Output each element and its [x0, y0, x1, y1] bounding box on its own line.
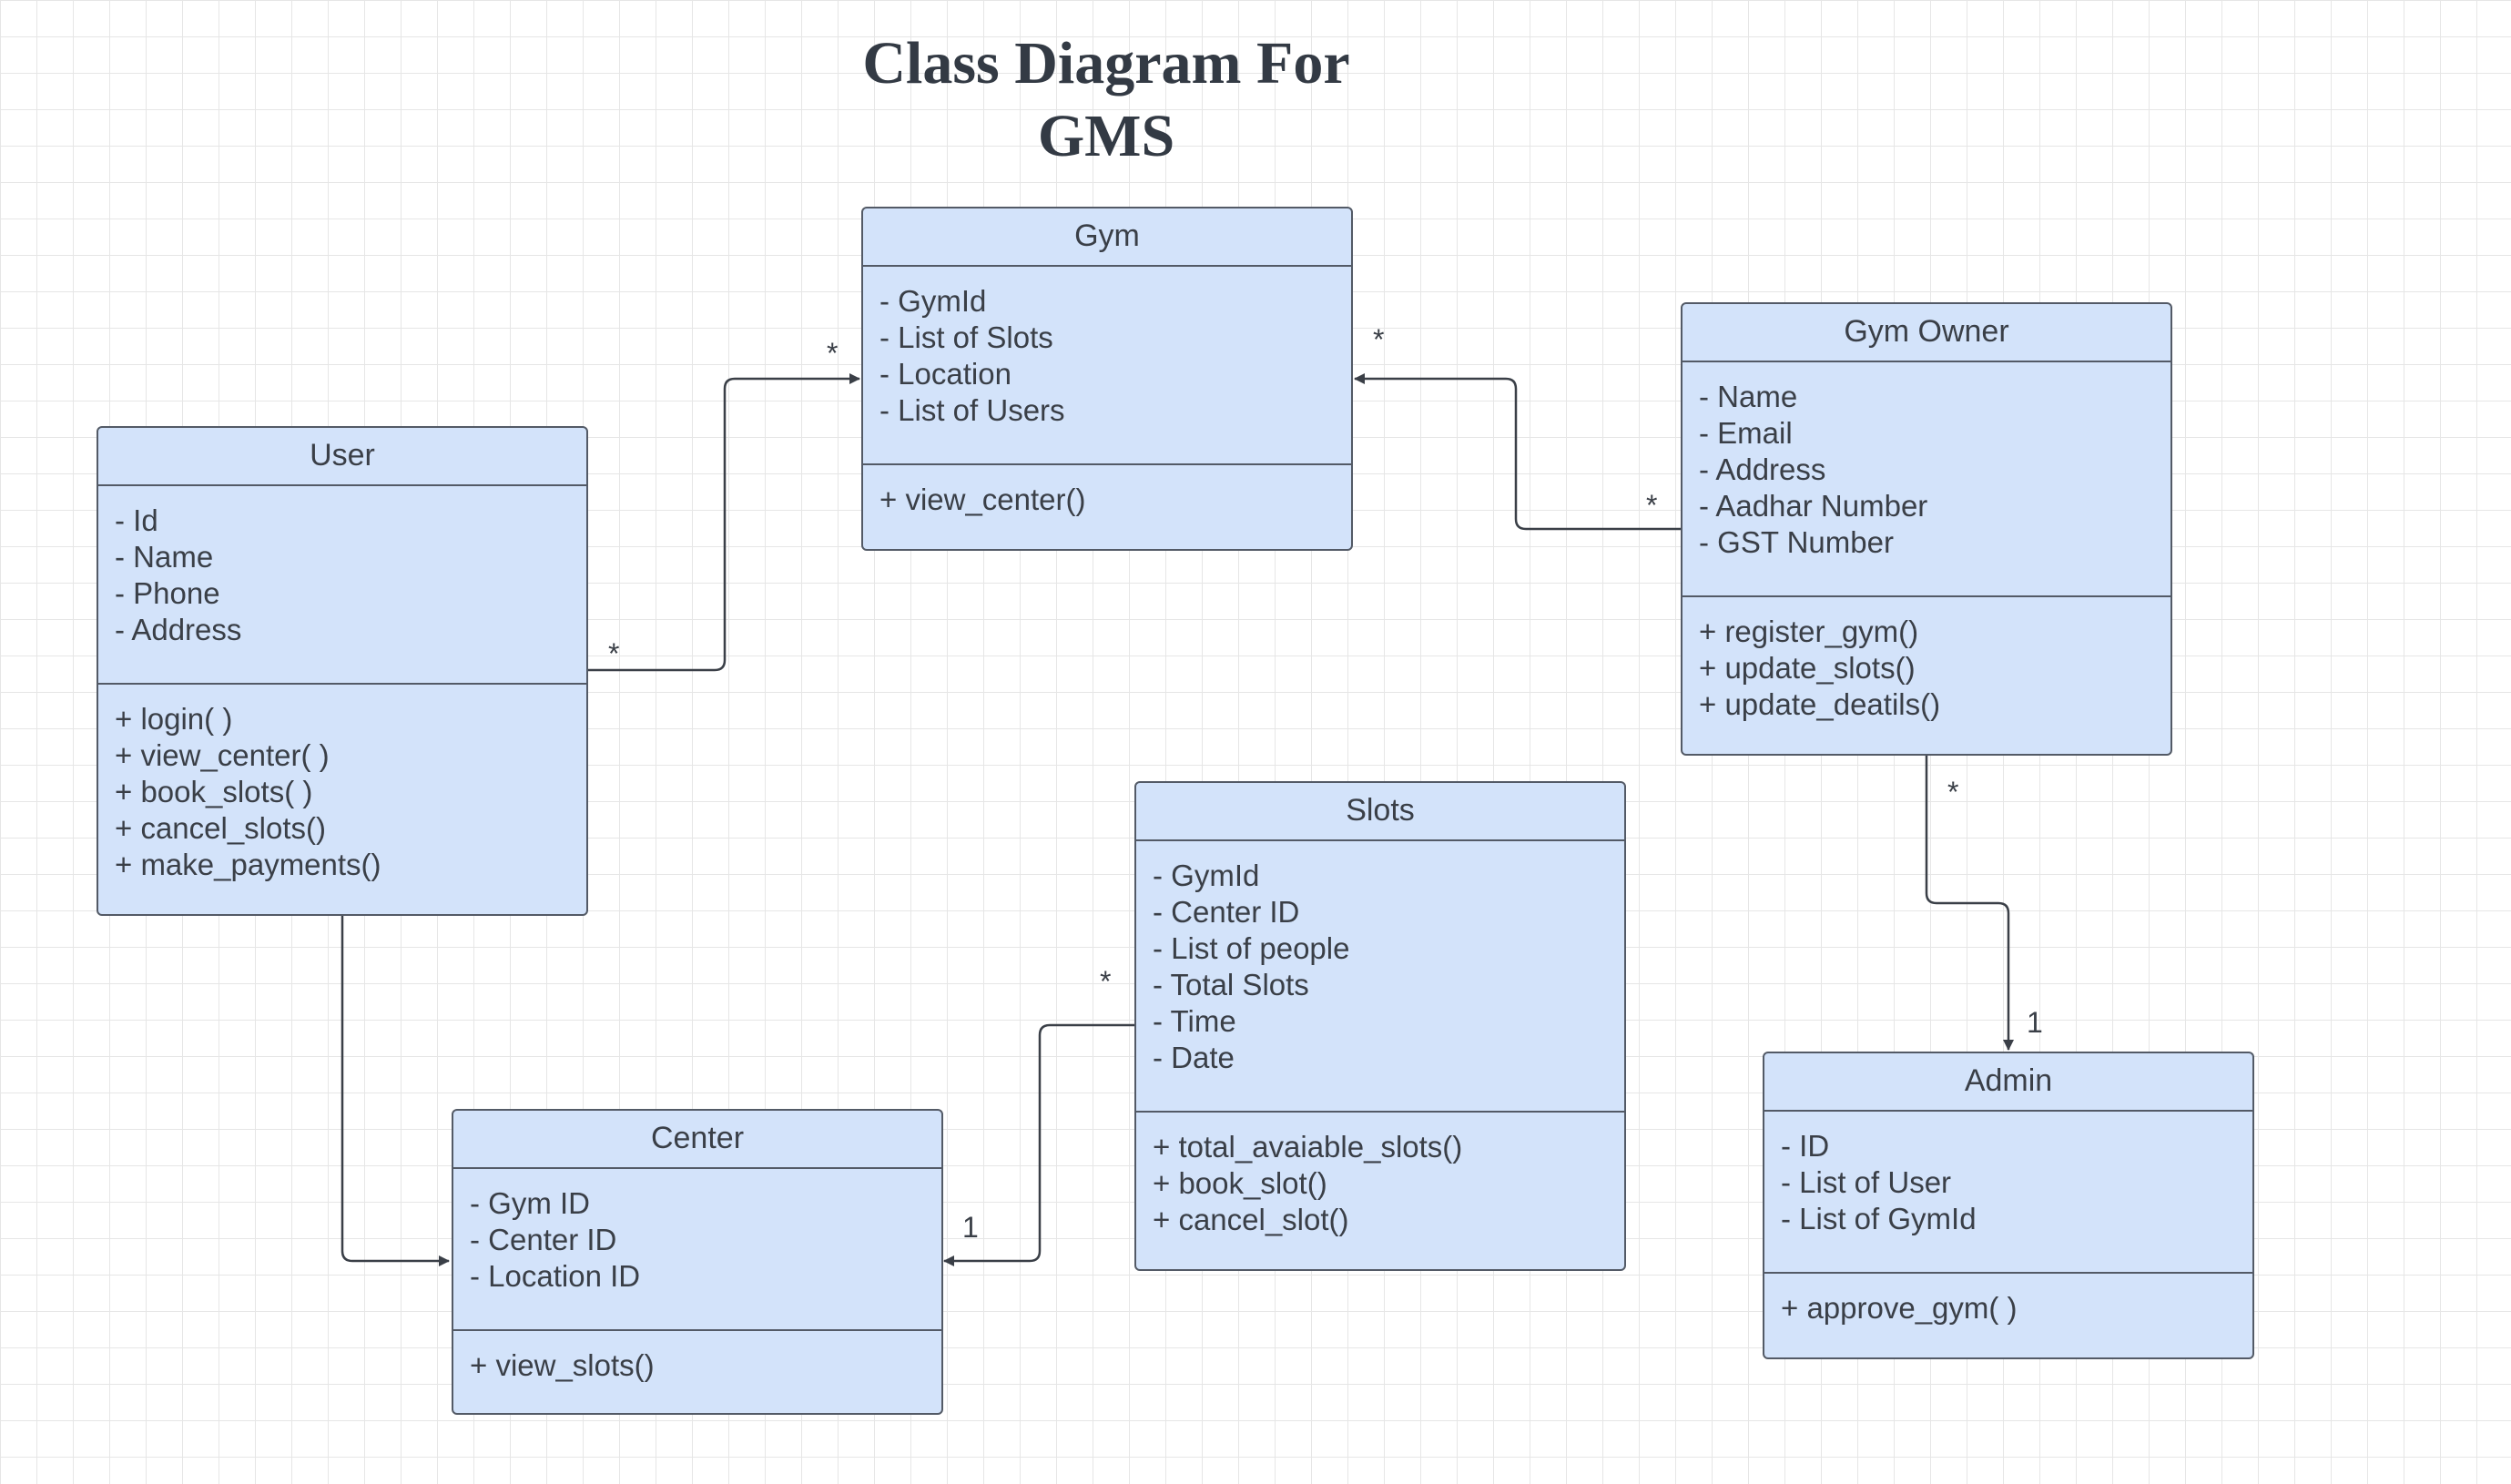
- operation: + cancel_slots(): [115, 811, 327, 845]
- class-user-operations: + login( ) + view_center( ) + book_slots…: [98, 685, 586, 883]
- class-gym-owner[interactable]: Gym Owner - Name - Email - Address - Aad…: [1681, 302, 2172, 756]
- attribute: - List of Users: [879, 393, 1065, 427]
- attribute: - Phone: [115, 576, 220, 610]
- attribute: - Address: [115, 613, 242, 646]
- attribute: - Email: [1699, 416, 1793, 450]
- title-line-1: Class Diagram For: [862, 30, 1350, 97]
- attribute: - List of User: [1781, 1165, 1952, 1199]
- attribute: - Center ID: [1153, 895, 1300, 929]
- connector-owner-admin: [1925, 755, 2014, 1051]
- operation: + total_avaiable_slots(): [1153, 1130, 1463, 1164]
- operation: + approve_gym( ): [1781, 1291, 2018, 1325]
- attribute: - GymId: [879, 284, 987, 318]
- operation: + view_center(): [879, 483, 1086, 516]
- diagram-title: Class Diagram For GMS: [819, 27, 1393, 173]
- class-center[interactable]: Center - Gym ID - Center ID - Location I…: [452, 1109, 943, 1415]
- multiplicity-slots-center-center-end: 1: [962, 1211, 979, 1244]
- operation: + view_center( ): [115, 738, 330, 772]
- attribute: - Address: [1699, 452, 1826, 486]
- class-user-attributes: - Id - Name - Phone - Address: [98, 486, 586, 685]
- multiplicity-owner-gym-gym-end: *: [1373, 323, 1385, 356]
- class-center-name: Center: [453, 1111, 941, 1169]
- attribute: - Gym ID: [470, 1186, 590, 1220]
- class-user[interactable]: User - Id - Name - Phone - Address + log…: [97, 426, 588, 916]
- multiplicity-user-gym-gym-end: *: [827, 337, 839, 370]
- class-center-attributes: - Gym ID - Center ID - Location ID: [453, 1169, 941, 1331]
- title-line-2: GMS: [1037, 103, 1175, 169]
- connector-user-center: [341, 915, 450, 1266]
- attribute: - Total Slots: [1153, 968, 1309, 1001]
- class-center-operations: + view_slots(): [453, 1331, 941, 1384]
- operation: + register_gym(): [1699, 615, 1919, 648]
- multiplicity-owner-gym-owner-end: *: [1646, 489, 1658, 522]
- attribute: - GST Number: [1699, 525, 1894, 559]
- multiplicity-user-gym-user-end: *: [608, 637, 620, 670]
- operation: + update_deatils(): [1699, 687, 1941, 721]
- operation: + update_slots(): [1699, 651, 1916, 685]
- attribute: - List of people: [1153, 931, 1350, 965]
- attribute: - ID: [1781, 1129, 1830, 1163]
- multiplicity-owner-admin-owner-end: *: [1947, 776, 1959, 808]
- attribute: - Date: [1153, 1041, 1235, 1074]
- class-admin[interactable]: Admin - ID - List of User - List of GymI…: [1763, 1052, 2254, 1359]
- connector-slots-center: [943, 1023, 1134, 1266]
- class-gym-attributes: - GymId - List of Slots - Location - Lis…: [863, 267, 1351, 465]
- operation: + view_slots(): [470, 1348, 655, 1382]
- class-gym-owner-operations: + register_gym() + update_slots() + upda…: [1682, 597, 2170, 723]
- attribute: - Name: [1699, 380, 1798, 413]
- attribute: - Time: [1153, 1004, 1236, 1038]
- class-slots[interactable]: Slots - GymId - Center ID - List of peop…: [1134, 781, 1626, 1271]
- class-gym[interactable]: Gym - GymId - List of Slots - Location -…: [861, 207, 1353, 551]
- class-admin-operations: + approve_gym( ): [1764, 1274, 2252, 1326]
- connector-owner-gym: [1354, 373, 1681, 531]
- class-gym-owner-name: Gym Owner: [1682, 304, 2170, 362]
- operation: + make_payments(): [115, 848, 381, 881]
- class-admin-attributes: - ID - List of User - List of GymId: [1764, 1112, 2252, 1274]
- class-slots-name: Slots: [1136, 783, 1624, 841]
- class-slots-operations: + total_avaiable_slots() + book_slot() +…: [1136, 1113, 1624, 1238]
- class-gym-owner-attributes: - Name - Email - Address - Aadhar Number…: [1682, 362, 2170, 597]
- attribute: - GymId: [1153, 859, 1260, 892]
- attribute: - Location: [879, 357, 1012, 391]
- operation: + cancel_slot(): [1153, 1203, 1349, 1236]
- operation: + login( ): [115, 702, 233, 736]
- multiplicity-slots-center-slots-end: *: [1100, 965, 1112, 998]
- attribute: - Aadhar Number: [1699, 489, 1928, 523]
- attribute: - List of GymId: [1781, 1202, 1977, 1235]
- class-gym-operations: + view_center(): [863, 465, 1351, 518]
- class-slots-attributes: - GymId - Center ID - List of people - T…: [1136, 841, 1624, 1113]
- operation: + book_slots( ): [115, 775, 313, 808]
- attribute: - List of Slots: [879, 320, 1053, 354]
- multiplicity-owner-admin-admin-end: 1: [2027, 1006, 2043, 1039]
- attribute: - Location ID: [470, 1259, 641, 1293]
- class-user-name: User: [98, 428, 586, 486]
- class-admin-name: Admin: [1764, 1053, 2252, 1112]
- class-gym-name: Gym: [863, 208, 1351, 267]
- attribute: - Id: [115, 503, 158, 537]
- attribute: - Name: [115, 540, 214, 574]
- attribute: - Center ID: [470, 1223, 617, 1256]
- connector-user-gym: [588, 373, 860, 672]
- operation: + book_slot(): [1153, 1166, 1327, 1200]
